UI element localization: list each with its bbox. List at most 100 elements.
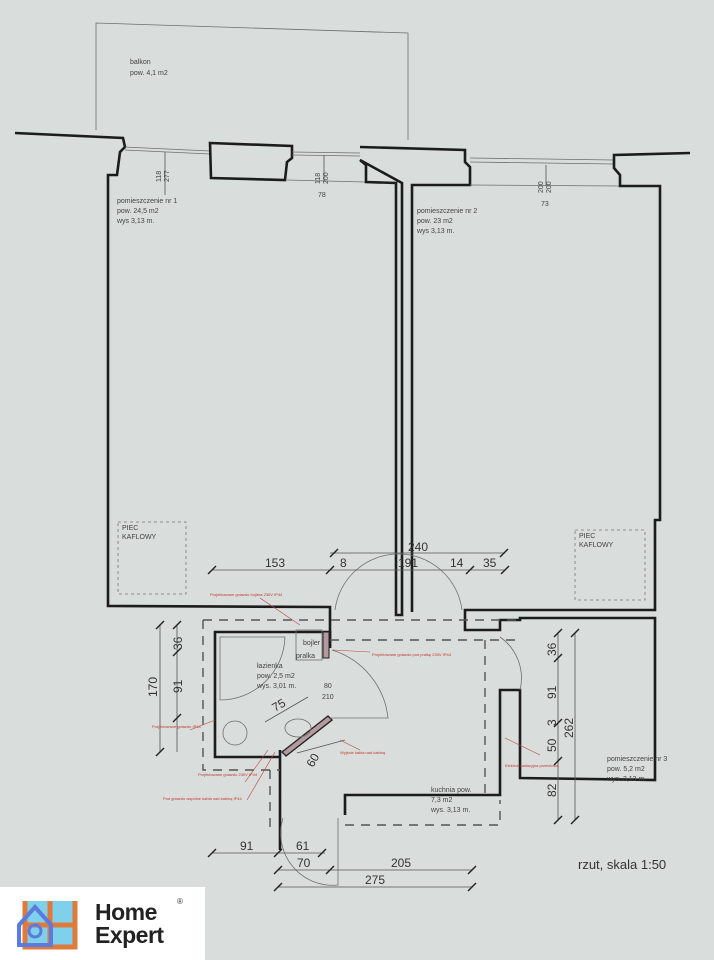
door-height: 210 bbox=[322, 694, 334, 701]
stove-room1 bbox=[117, 521, 187, 595]
window-3-dims: 200 200 73 bbox=[538, 165, 553, 208]
svg-text:61: 61 bbox=[296, 839, 310, 853]
svg-text:191: 191 bbox=[398, 556, 418, 570]
exterior-wall bbox=[14, 131, 332, 648]
window-3 bbox=[469, 157, 621, 187]
corridor-top-dims: 153 8 191 14 35 240 bbox=[207, 540, 510, 575]
door-swing-bath bbox=[330, 649, 389, 719]
balcony-outline bbox=[95, 22, 409, 140]
logo-text-expert: Expert bbox=[95, 922, 164, 948]
svg-text:91: 91 bbox=[171, 679, 185, 693]
door-swing-entrance bbox=[280, 817, 339, 886]
pillar-2 bbox=[359, 145, 472, 617]
room-3-label: pomieszczenie nr 3 pow. 5,2 m2 wys. 3,13… bbox=[606, 756, 667, 783]
stove-room1-label-2: KAFLOWY bbox=[122, 534, 157, 541]
corridor-dashes bbox=[202, 619, 520, 830]
svg-text:78: 78 bbox=[318, 192, 326, 199]
svg-text:277: 277 bbox=[164, 170, 171, 182]
svg-text:Projektowane gniazdo bojlera 2: Projektowane gniazdo bojlera 230V IP44 bbox=[210, 592, 283, 597]
svg-text:łazienka: łazienka bbox=[257, 663, 283, 670]
svg-text:kuchnia pow.: kuchnia pow. bbox=[431, 787, 472, 794]
svg-text:pomieszczenie nr 1: pomieszczenie nr 1 bbox=[117, 198, 177, 205]
svg-text:200: 200 bbox=[538, 181, 545, 193]
svg-text:pow. 5,2 m2: pow. 5,2 m2 bbox=[607, 766, 645, 773]
stove-room2-label-1: PIEC bbox=[579, 533, 595, 540]
svg-text:205: 205 bbox=[391, 856, 411, 870]
svg-text:wys. 3,13 m.: wys. 3,13 m. bbox=[606, 776, 646, 783]
svg-text:pow. 2,5 m2: pow. 2,5 m2 bbox=[257, 673, 295, 680]
boiler-box bbox=[295, 629, 323, 661]
svg-text:91: 91 bbox=[240, 839, 254, 853]
bathroom-inner-dims: 75 60 bbox=[264, 696, 346, 770]
svg-text:70: 70 bbox=[297, 856, 311, 870]
bathroom-walls bbox=[213, 630, 332, 759]
window-1 bbox=[124, 146, 211, 155]
room-1-label: pomieszczenie nr 1 pow. 24,5 m2 wys 3,13… bbox=[116, 198, 177, 225]
svg-text:200: 200 bbox=[546, 181, 553, 193]
bathroom-left-dims: 36 91 170 bbox=[146, 620, 185, 757]
home-expert-logo: Home Expert ® bbox=[0, 887, 205, 960]
kitchen-label: kuchnia pow. 7,3 m2 wys. 3,13 m. bbox=[430, 787, 472, 814]
stove-room2 bbox=[574, 529, 646, 601]
stove-room2-label-2: KAFLOWY bbox=[579, 542, 614, 549]
svg-text:240: 240 bbox=[408, 540, 428, 554]
svg-text:pow. 24,5 m2: pow. 24,5 m2 bbox=[117, 208, 159, 215]
shower-tray bbox=[219, 636, 286, 701]
svg-text:wys. 3,13 m.: wys. 3,13 m. bbox=[430, 807, 470, 814]
svg-text:pow. 23 m2: pow. 23 m2 bbox=[417, 218, 453, 225]
svg-text:Elektroinstalacyjna przelotowa: Elektroinstalacyjna przelotowa bbox=[505, 763, 560, 768]
svg-text:7,3 m2: 7,3 m2 bbox=[431, 797, 453, 804]
svg-text:50: 50 bbox=[545, 738, 559, 752]
svg-text:pomieszczenie nr 3: pomieszczenie nr 3 bbox=[607, 756, 667, 763]
svg-text:75: 75 bbox=[270, 696, 289, 715]
svg-text:170: 170 bbox=[146, 677, 160, 697]
window-2-dims: 118 200 78 bbox=[315, 155, 330, 199]
svg-text:pomieszczenie nr 2: pomieszczenie nr 2 bbox=[417, 208, 477, 215]
svg-text:118: 118 bbox=[315, 173, 322, 184]
door-width: 80 bbox=[324, 683, 332, 690]
svg-text:275: 275 bbox=[365, 873, 385, 887]
bathroom-sink-wall bbox=[280, 715, 334, 757]
svg-text:wys 3,13 m.: wys 3,13 m. bbox=[416, 228, 454, 235]
window-1-dims: 118 277 bbox=[156, 152, 171, 195]
right-wall bbox=[278, 151, 691, 850]
svg-text:wys 3,13 m.: wys 3,13 m. bbox=[116, 218, 154, 225]
sink bbox=[284, 718, 312, 738]
window-2 bbox=[286, 151, 366, 183]
boiler-fixture bbox=[322, 631, 330, 659]
scale-label: rzut, skala 1:50 bbox=[578, 857, 667, 872]
svg-text:14: 14 bbox=[450, 556, 464, 570]
registered-mark: ® bbox=[177, 897, 183, 906]
svg-text:3: 3 bbox=[545, 719, 559, 726]
door-swing-rooms bbox=[334, 553, 463, 611]
room-2-label: pomieszczenie nr 2 pow. 23 m2 wys 3,13 m… bbox=[416, 208, 477, 235]
room-3-dims: 36 91 3 50 82 262 bbox=[545, 628, 580, 825]
logo-text-home: Home bbox=[95, 899, 157, 925]
bathroom-label: łazienka pow. 2,5 m2 wys. 3,01 m. bbox=[256, 663, 296, 690]
svg-text:82: 82 bbox=[545, 783, 559, 797]
svg-text:36: 36 bbox=[171, 636, 185, 650]
svg-text:wys. 3,01 m.: wys. 3,01 m. bbox=[256, 683, 296, 690]
door-swing-room3 bbox=[499, 636, 522, 691]
svg-text:153: 153 bbox=[265, 556, 285, 570]
bottom-dims: 91 61 70 205 275 bbox=[207, 839, 477, 892]
electrical-annotations: Projektowane gniazdo bojlera 230V IP44 P… bbox=[152, 592, 560, 801]
house-logo-icon bbox=[17, 901, 78, 950]
svg-text:35: 35 bbox=[483, 556, 497, 570]
svg-text:73: 73 bbox=[541, 201, 549, 208]
pillar-1 bbox=[208, 141, 294, 182]
svg-text:118: 118 bbox=[156, 171, 163, 182]
svg-text:Wyjście kabla nad kabiną: Wyjście kabla nad kabiną bbox=[340, 750, 386, 755]
svg-text:Pod gniazdo wspólne kabla nad: Pod gniazdo wspólne kabla nad kabiną IP4… bbox=[163, 796, 243, 801]
svg-text:8: 8 bbox=[340, 556, 347, 570]
svg-text:Projektowane gniazdo IP44: Projektowane gniazdo IP44 bbox=[152, 724, 201, 729]
stove-room1-label-1: PIEC bbox=[122, 525, 138, 532]
svg-text:Projektowane gniazdo pod pralk: Projektowane gniazdo pod pralkę 230V IP4… bbox=[372, 652, 452, 657]
washer-label: pralka bbox=[296, 653, 315, 660]
svg-text:60: 60 bbox=[303, 751, 322, 770]
svg-text:36: 36 bbox=[545, 642, 559, 656]
svg-text:200: 200 bbox=[323, 172, 330, 184]
balcony-name: balkon bbox=[130, 59, 151, 66]
balcony-area: pow. 4,1 m2 bbox=[130, 70, 168, 77]
